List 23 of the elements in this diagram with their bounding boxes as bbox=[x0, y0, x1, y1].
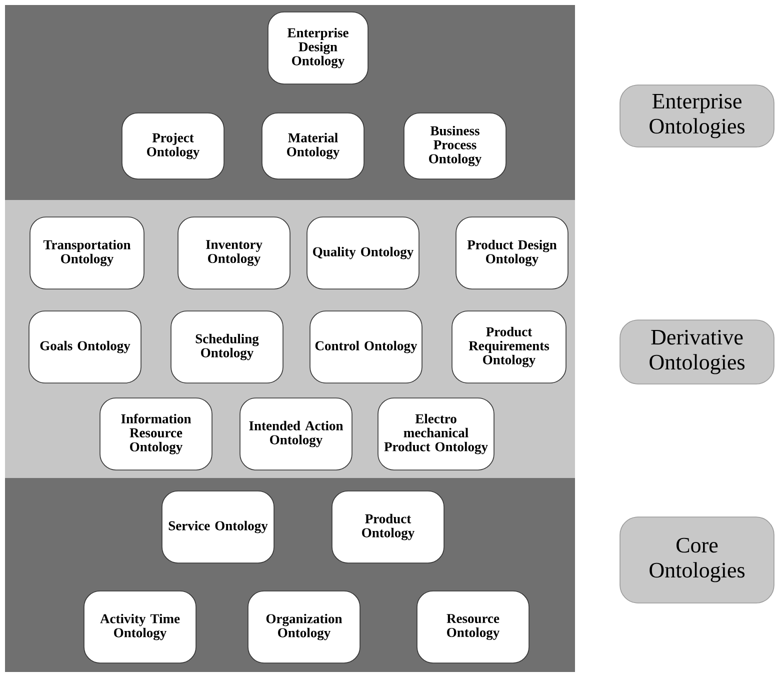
ontology-box: Enterprise Design Ontology bbox=[268, 12, 368, 84]
ontology-box: Transportation Ontology bbox=[30, 216, 144, 290]
ontology-box: Information Resource Ontology bbox=[100, 398, 212, 470]
layer-label-box: Enterprise Ontologies bbox=[620, 84, 774, 148]
ontology-box: Service Ontology bbox=[162, 490, 274, 564]
ontology-box: Product Design Ontology bbox=[456, 216, 568, 290]
ontology-box: Business Process Ontology bbox=[404, 112, 506, 180]
ontology-box: Goals Ontology bbox=[28, 310, 142, 384]
ontology-box: Inventory Ontology bbox=[178, 216, 290, 290]
ontology-box: Organization Ontology bbox=[248, 590, 360, 664]
layer-label-box: Derivative Ontologies bbox=[620, 320, 774, 384]
ontology-box: Activity Time Ontology bbox=[84, 590, 196, 664]
ontology-box: Resource Ontology bbox=[416, 590, 530, 664]
ontology-box: Quality Ontology bbox=[306, 216, 420, 290]
ontology-box: Product Ontology bbox=[332, 490, 444, 564]
ontology-box: Project Ontology bbox=[122, 112, 224, 180]
ontology-box: Scheduling Ontology bbox=[170, 310, 284, 384]
ontology-box: Material Ontology bbox=[262, 112, 364, 180]
ontology-box: Control Ontology bbox=[310, 310, 422, 384]
ontology-box: Intended Action Ontology bbox=[240, 398, 352, 470]
ontology-box: Electro mechanical Product Ontology bbox=[378, 398, 494, 470]
ontology-box: Product Requirements Ontology bbox=[452, 310, 566, 384]
layer-label-box: Core Ontologies bbox=[620, 516, 774, 604]
